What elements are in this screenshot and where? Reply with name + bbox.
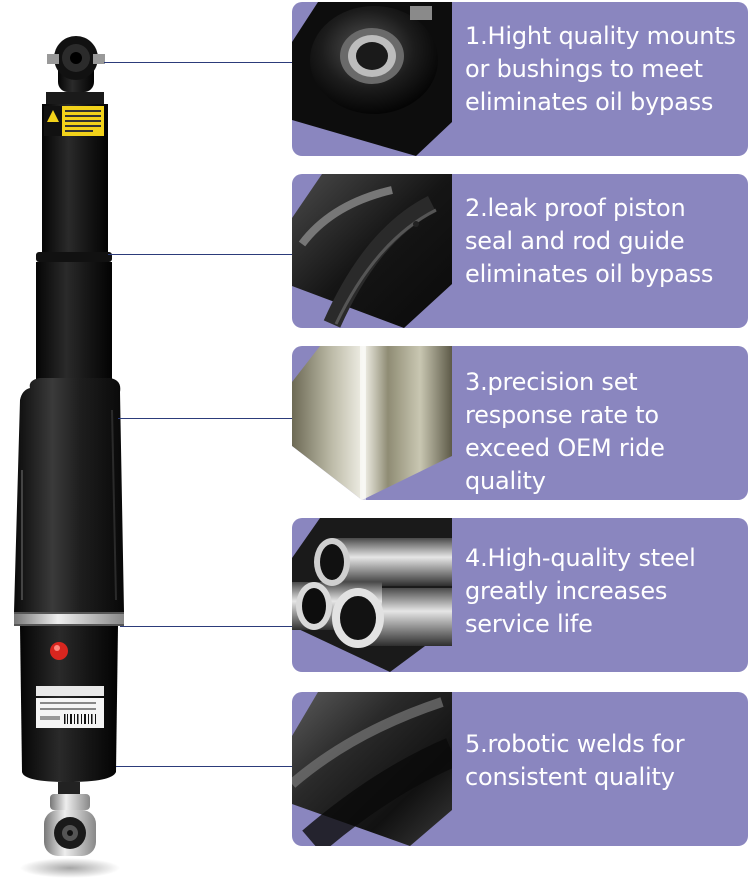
piston-seal-closeup-image	[292, 174, 452, 328]
air-shock-absorber-image	[0, 0, 160, 891]
connector-line	[118, 418, 300, 419]
welded-body-closeup-image	[292, 692, 452, 846]
feature-panel-1: 1.Hight quality mounts or bushings to me…	[292, 2, 748, 156]
connector-line	[120, 626, 300, 627]
feature-caption: 1.Hight quality mounts or bushings to me…	[465, 22, 736, 116]
feature-panel-4: 4.High-quality steel greatly increases s…	[292, 518, 748, 672]
connector-line	[116, 766, 300, 767]
steel-tubes-image	[292, 518, 452, 672]
feature-panel-2: 2.leak proof piston seal and rod guide e…	[292, 174, 748, 328]
connector-line	[104, 62, 300, 63]
feature-panel-5: 5.robotic welds for consistent quality	[292, 692, 748, 846]
feature-caption: 2.leak proof piston seal and rod guide e…	[465, 194, 714, 288]
feature-panel-3: 3.precision set response rate to exceed …	[292, 346, 748, 500]
chrome-rod-closeup-image	[292, 346, 452, 500]
feature-caption: 3.precision set response rate to exceed …	[465, 368, 665, 495]
connector-line	[108, 254, 300, 255]
feature-caption: 5.robotic welds for consistent quality	[465, 730, 685, 791]
feature-caption: 4.High-quality steel greatly increases s…	[465, 544, 696, 638]
bushing-closeup-image	[292, 2, 452, 156]
